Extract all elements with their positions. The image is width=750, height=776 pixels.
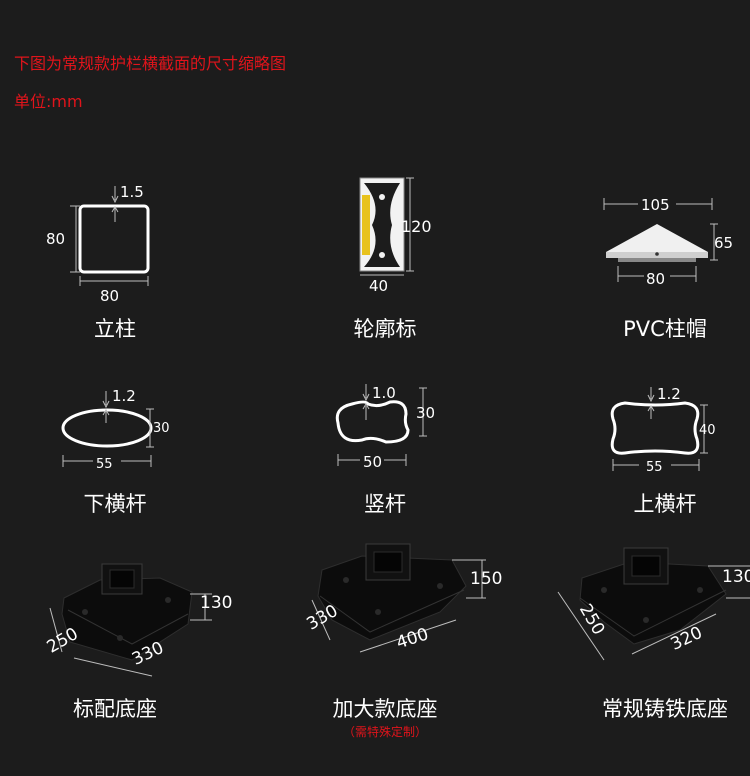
post-thickness-label: 1.5 xyxy=(120,183,144,201)
post-outline xyxy=(78,204,150,274)
iron-base-photo: 130 250 320 xyxy=(557,547,750,661)
baluster-profile: 1.0 30 50 xyxy=(335,384,435,471)
cap-top-value: 105 xyxy=(641,196,670,214)
baluster-thickness-label: 1.0 xyxy=(372,384,396,402)
diagram-title: 下图为常规款护栏横截面的尺寸缩略图 xyxy=(14,54,287,73)
cap-bottom-label: 80 xyxy=(646,270,665,288)
lower-rail-width-label: 55 xyxy=(96,457,113,472)
large-base-caption: 加大款底座 xyxy=(332,697,438,721)
baluster-width-label: 50 xyxy=(363,453,382,471)
std-base-caption: 标配底座 xyxy=(73,697,157,721)
upper-rail-profile: 1.2 40 55 xyxy=(610,385,716,475)
post-width-label: 80 xyxy=(100,287,119,305)
std-base-photo: 130 250 330 xyxy=(44,563,232,677)
lower-rail-height-label: 30 xyxy=(153,421,170,436)
cap-height-label: 65 xyxy=(714,234,733,252)
baluster-caption: 竖杆 xyxy=(364,492,406,516)
upper-rail-caption: 上横杆 xyxy=(633,492,697,516)
iron-base-caption: 常规铸铁底座 xyxy=(602,697,728,721)
post-caption: 立柱 xyxy=(94,317,136,341)
std-base-height-label: 130 xyxy=(200,593,232,613)
iron-base-height-label: 130 xyxy=(722,567,750,587)
unit-label: 单位:mm xyxy=(14,92,83,111)
large-base-height-label: 150 xyxy=(470,569,502,589)
cap-caption: PVC柱帽 xyxy=(623,317,707,341)
lower-rail-caption: 下横杆 xyxy=(83,492,147,516)
cap-profile: 105 65 80 xyxy=(603,196,733,288)
large-base-note: （需特殊定制） xyxy=(342,725,427,739)
upper-rail-height-label: 40 xyxy=(699,423,716,438)
post-profile: 80 80 1.5 xyxy=(46,183,150,305)
lower-rail-profile: 1.2 30 55 xyxy=(61,387,170,472)
lower-rail-thickness-label: 1.2 xyxy=(112,387,136,405)
reflector-width-label: 40 xyxy=(369,277,388,295)
post-height-label: 80 xyxy=(46,230,65,248)
reflector-profile: 120 40 xyxy=(359,177,432,295)
reflector-height-label: 120 xyxy=(401,217,432,236)
baluster-height-label: 30 xyxy=(416,404,435,422)
upper-rail-width-label: 55 xyxy=(646,460,663,475)
upper-rail-thickness-label: 1.2 xyxy=(657,385,681,403)
large-base-photo: 150 330 400 xyxy=(303,543,502,653)
reflector-caption: 轮廓标 xyxy=(353,317,417,341)
